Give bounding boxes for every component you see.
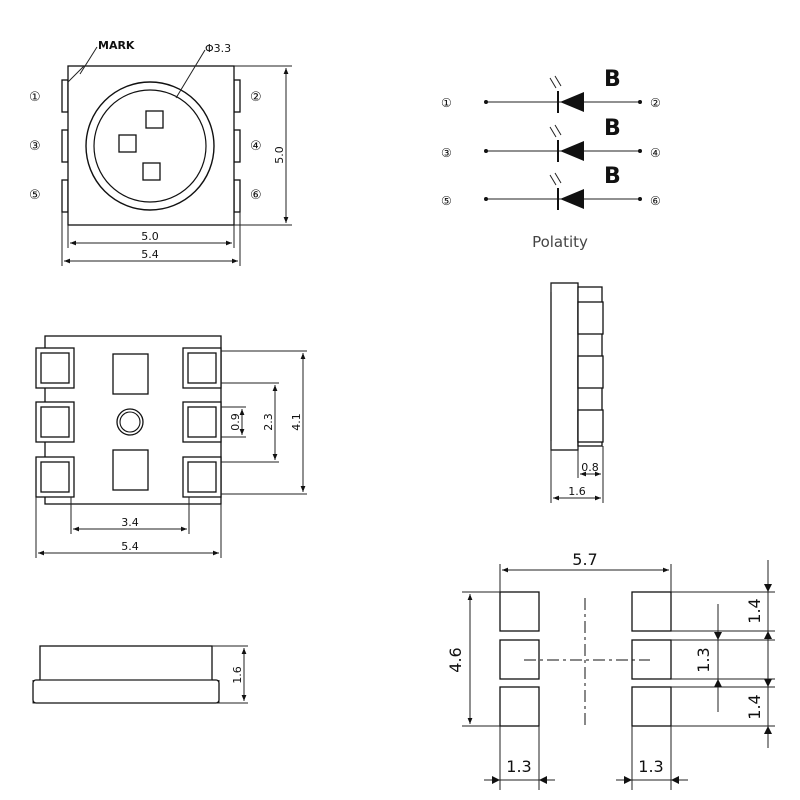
pin-label-6: ⑥ — [250, 188, 262, 203]
top-pad-2 — [233, 79, 241, 113]
bottom-inner-width-dim: 3.4 — [121, 516, 139, 529]
bottom-pad-inner — [187, 461, 217, 493]
top-pad-5 — [61, 179, 69, 213]
pin-label-1: ① — [29, 90, 41, 105]
polarity-right-pin: ⑥ — [650, 194, 661, 208]
polarity-caption: Polatity — [532, 233, 588, 251]
bottom-center-pad — [112, 449, 149, 491]
top-view: MARK Φ3.3 ① ③ ⑤ ② ④ ⑥ 5.0 5.0 5.4 — [29, 39, 292, 266]
footprint-left-pad-width-dim: 1.3 — [506, 757, 531, 776]
light-ray-icon — [549, 124, 562, 138]
top-pad-6 — [233, 179, 241, 213]
mark-chamfer — [67, 65, 85, 83]
footprint-bottom-pad-dim: 1.4 — [745, 694, 764, 719]
top-pad-4 — [233, 129, 241, 163]
footprint-pad — [631, 591, 672, 632]
thermal-via-inner — [119, 411, 141, 433]
bottom-pad-inner — [187, 406, 217, 438]
bottom-pad-inner — [40, 352, 70, 384]
terminal-dot — [638, 100, 642, 104]
diode-symbol — [560, 92, 584, 112]
footprint-pad — [499, 686, 540, 727]
side-outer-dim: 1.6 — [568, 485, 586, 498]
light-ray-icon — [549, 75, 562, 89]
polarity-left-pin: ③ — [441, 146, 452, 160]
top-height-dim: 5.0 — [273, 146, 286, 164]
top-outer-width-dim: 5.4 — [141, 248, 159, 261]
footprint-pad — [631, 639, 672, 680]
side-view: 0.8 1.6 — [550, 282, 604, 503]
polarity-letter: B — [604, 164, 621, 189]
bottom-height-dim: 4.1 — [290, 413, 303, 431]
light-ray-icon — [549, 172, 562, 186]
bottom-pad-inner — [40, 406, 70, 438]
chip-1 — [145, 110, 164, 129]
bottom-center-pad — [112, 353, 149, 395]
bottom-view: 0.9 2.3 4.1 3.4 5.4 — [35, 335, 307, 558]
polarity-diagram: ① B ② ③ B ④ ⑤ B ⑥ Polatity — [441, 67, 661, 251]
mark-label: MARK — [98, 39, 135, 52]
footprint-top-pad-dim: 1.4 — [745, 598, 764, 623]
footprint-right-pad-width-dim: 1.3 — [638, 757, 663, 776]
footprint-pad-gap-dim: 1.3 — [694, 647, 713, 672]
footprint-width-dim: 5.7 — [572, 550, 597, 569]
diode-symbol — [560, 189, 584, 209]
chip-3 — [142, 162, 161, 181]
terminal-dot — [484, 149, 488, 153]
terminal-dot — [638, 149, 642, 153]
pin-label-5: ⑤ — [29, 188, 41, 203]
side-inner-dim: 0.8 — [581, 461, 599, 474]
bottom-pad-inner — [40, 461, 70, 493]
diode-symbol — [560, 141, 584, 161]
top-inner-width-dim: 5.0 — [141, 230, 159, 243]
polarity-letter: B — [604, 116, 621, 141]
front-base — [32, 679, 220, 704]
footprint-pad — [499, 591, 540, 632]
bottom-pad-inner — [187, 352, 217, 384]
top-pad-3 — [61, 129, 69, 163]
polarity-letter: B — [604, 67, 621, 92]
polarity-left-pin: ① — [441, 96, 452, 110]
diameter-leader — [175, 49, 206, 99]
front-view: 1.6 — [32, 645, 248, 704]
side-pad — [577, 409, 604, 443]
terminal-dot — [484, 197, 488, 201]
polarity-right-pin: ④ — [650, 146, 661, 160]
polarity-left-pin: ⑤ — [441, 194, 452, 208]
pin-label-2: ② — [250, 90, 262, 105]
front-height-dim: 1.6 — [231, 666, 244, 684]
chip-2 — [118, 134, 137, 153]
bottom-pad-span-dim: 2.3 — [262, 413, 275, 431]
pin-label-3: ③ — [29, 139, 41, 154]
side-pad — [577, 301, 604, 335]
pin-label-4: ④ — [250, 139, 262, 154]
top-pad-1 — [61, 79, 69, 113]
footprint-height-dim: 4.6 — [446, 647, 465, 672]
diameter-label: Φ3.3 — [205, 42, 231, 55]
mark-leader — [79, 46, 98, 75]
lens-inner — [93, 89, 207, 203]
side-lens — [550, 282, 579, 451]
side-pad — [577, 355, 604, 389]
polarity-right-pin: ② — [650, 96, 661, 110]
footprint-pad — [631, 686, 672, 727]
terminal-dot — [638, 197, 642, 201]
bottom-outer-width-dim: 5.4 — [121, 540, 139, 553]
bottom-pad-pitch-dim: 0.9 — [229, 413, 242, 431]
terminal-dot — [484, 100, 488, 104]
footprint-view: 5.7 4.6 1.3 1.4 1.4 1.3 1.3 — [446, 550, 775, 790]
